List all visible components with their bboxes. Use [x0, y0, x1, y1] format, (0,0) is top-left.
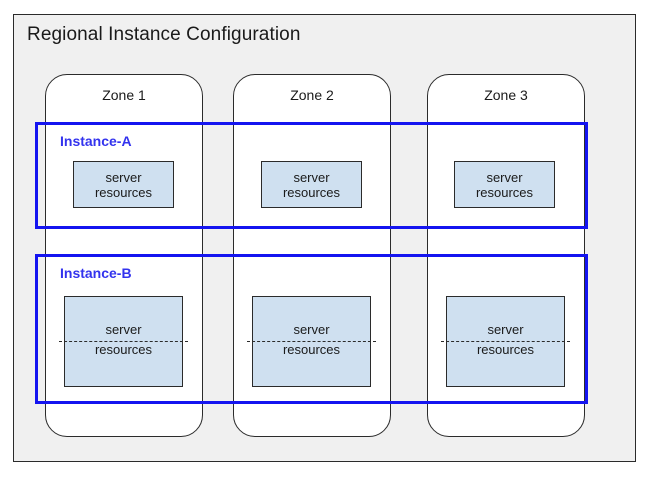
zone-label-1: Zone 1 [102, 87, 146, 103]
zone-label-3: Zone 3 [484, 87, 528, 103]
server-resources-line1-b3: server [487, 322, 524, 337]
zone-label-2: Zone 2 [290, 87, 334, 103]
server-resources-line1-a3: server [486, 170, 523, 185]
server-resources-line1-b1: server [105, 322, 142, 337]
server-resources-line1-a2: server [293, 170, 330, 185]
instance-label-b: Instance-B [60, 265, 132, 281]
server-resources-line2-a3: resources [475, 185, 534, 200]
page-title: Regional Instance Configuration [27, 24, 301, 45]
instance-label-a: Instance-A [60, 133, 132, 149]
server-resources-line2-a2: resources [282, 185, 341, 200]
server-resources-line2-b2: resources [282, 342, 341, 357]
server-resources-line2-b3: resources [476, 342, 535, 357]
instance-band-b[interactable]: Instance-B [35, 254, 588, 404]
server-resources-box-b3[interactable]: server resources [441, 296, 570, 387]
resource-split-divider-b1 [59, 341, 188, 342]
resource-split-divider-b2 [247, 341, 376, 342]
server-resources-line2-b1: resources [94, 342, 153, 357]
instance-band-a[interactable]: Instance-A [35, 122, 588, 229]
server-resources-line2-a1: resources [94, 185, 153, 200]
server-resources-box-b2[interactable]: server resources [247, 296, 376, 387]
server-resources-box-b1[interactable]: server resources [59, 296, 188, 387]
server-resources-line1-b2: server [293, 322, 330, 337]
server-resources-line1-a1: server [105, 170, 142, 185]
resource-split-divider-b3 [441, 341, 570, 342]
